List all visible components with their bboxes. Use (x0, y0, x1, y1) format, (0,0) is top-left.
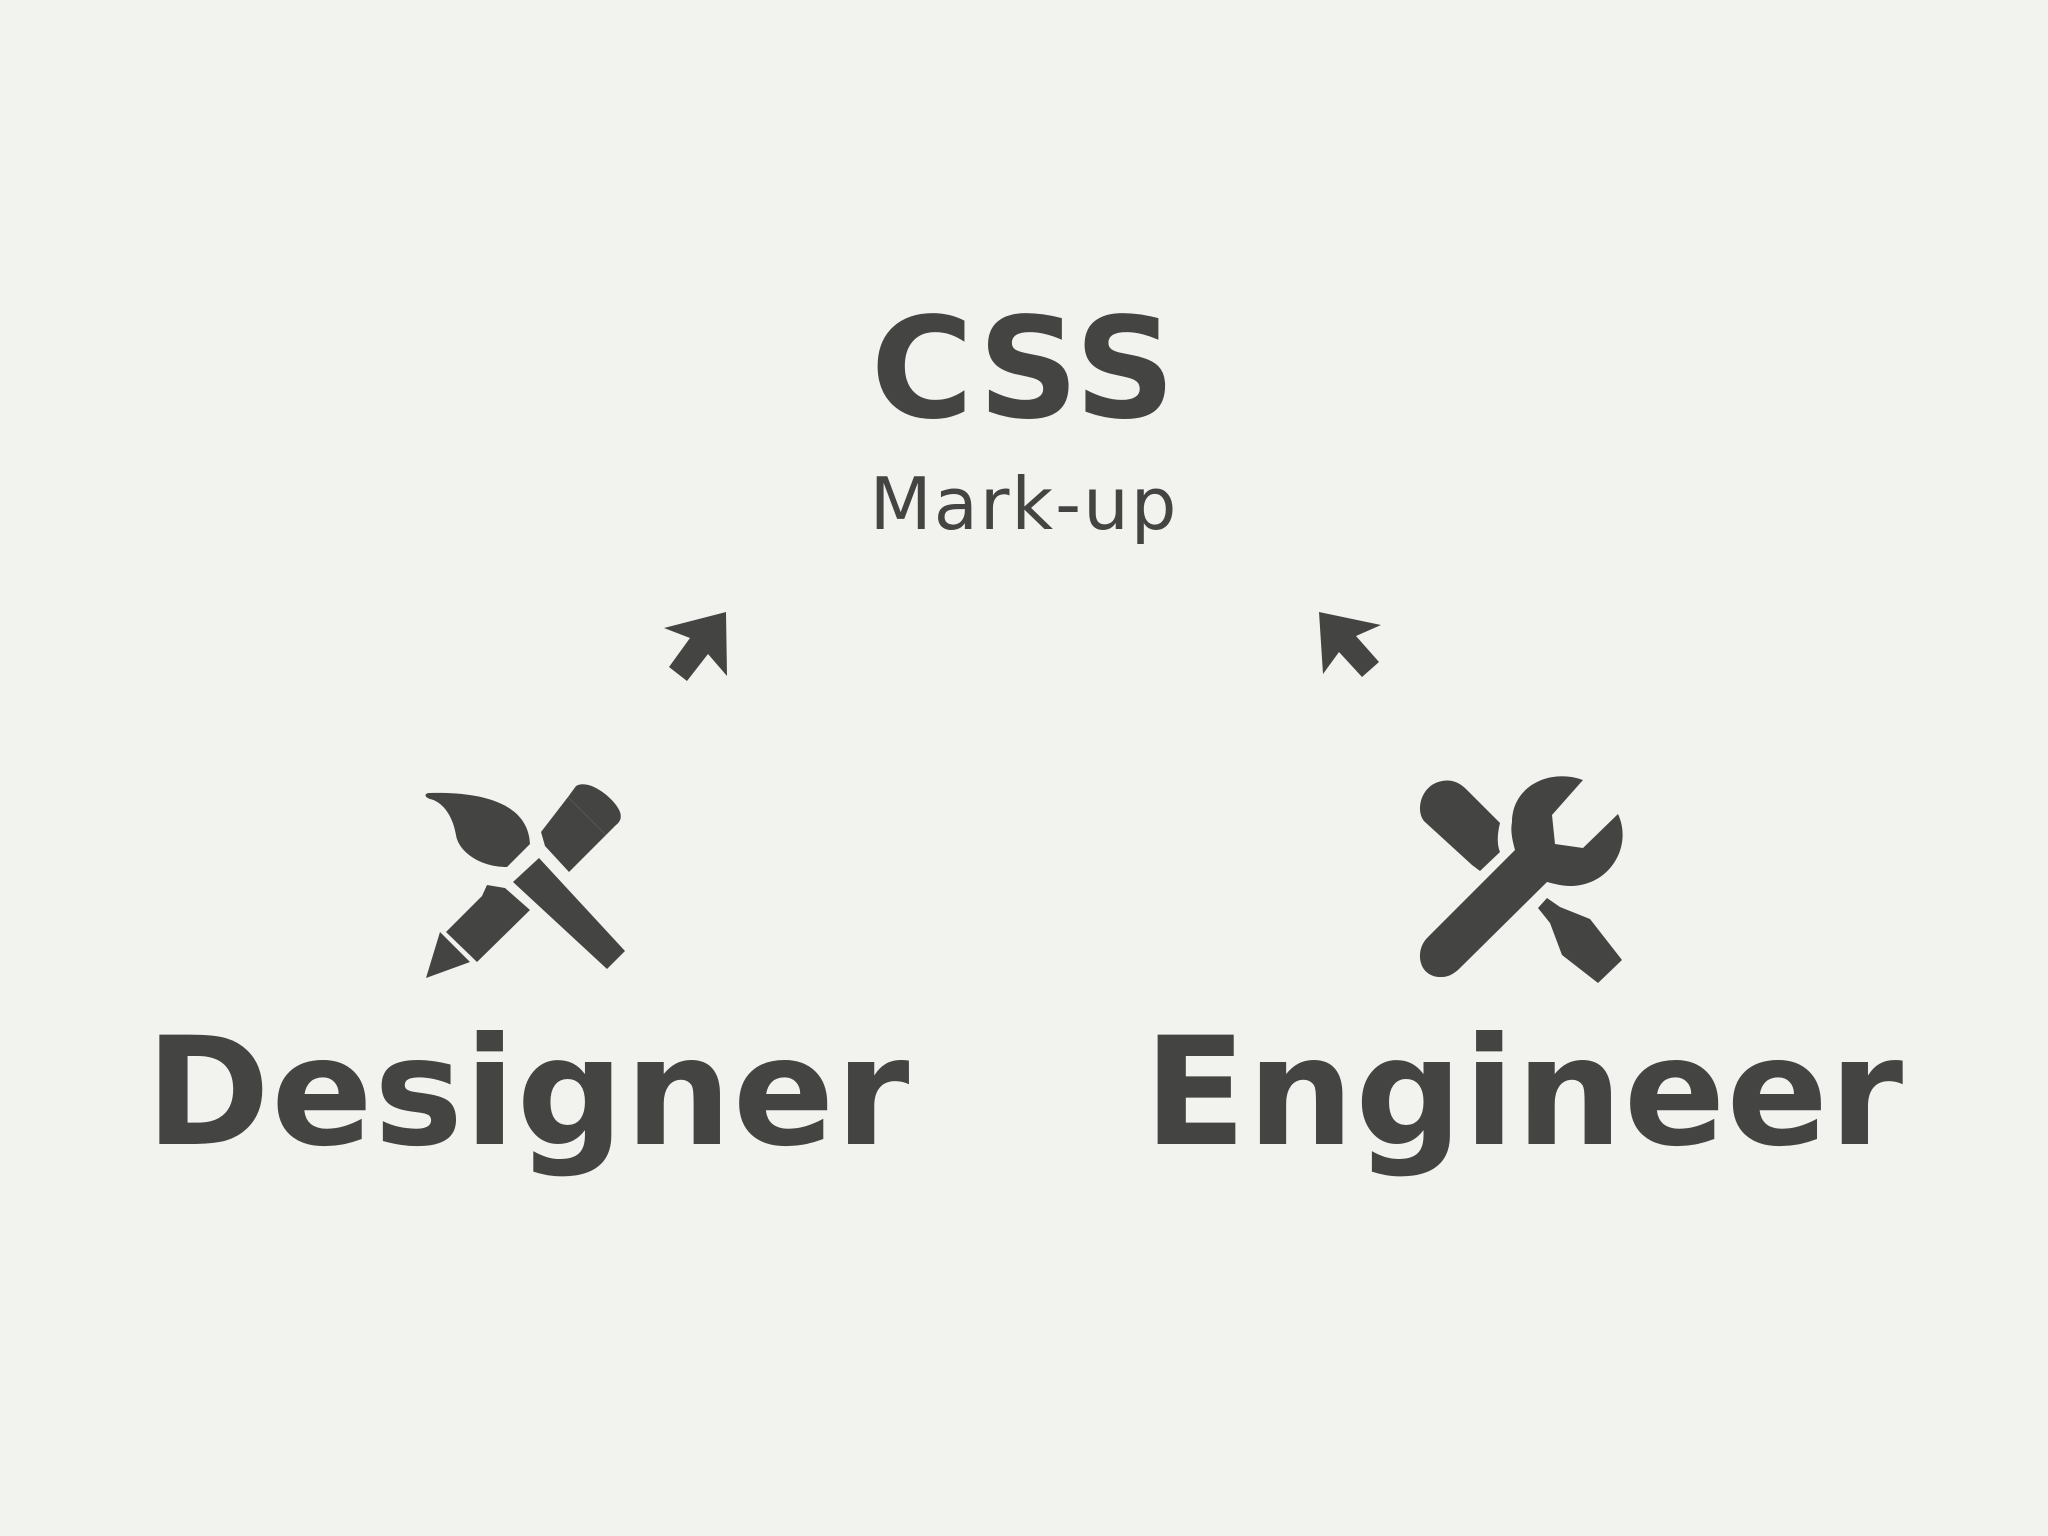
designer-label: Designer (145, 1006, 911, 1180)
arrow-engineer-to-css (1319, 612, 1381, 677)
wrench-and-screwdriver-icon (1419, 776, 1623, 983)
brush-and-pencil-icon (425, 784, 625, 978)
arrow-designer-to-css (664, 612, 727, 681)
markup-subtitle: Mark-up (869, 462, 1179, 546)
engineer-label: Engineer (1143, 1006, 1905, 1180)
css-title: CSS (870, 288, 1178, 451)
